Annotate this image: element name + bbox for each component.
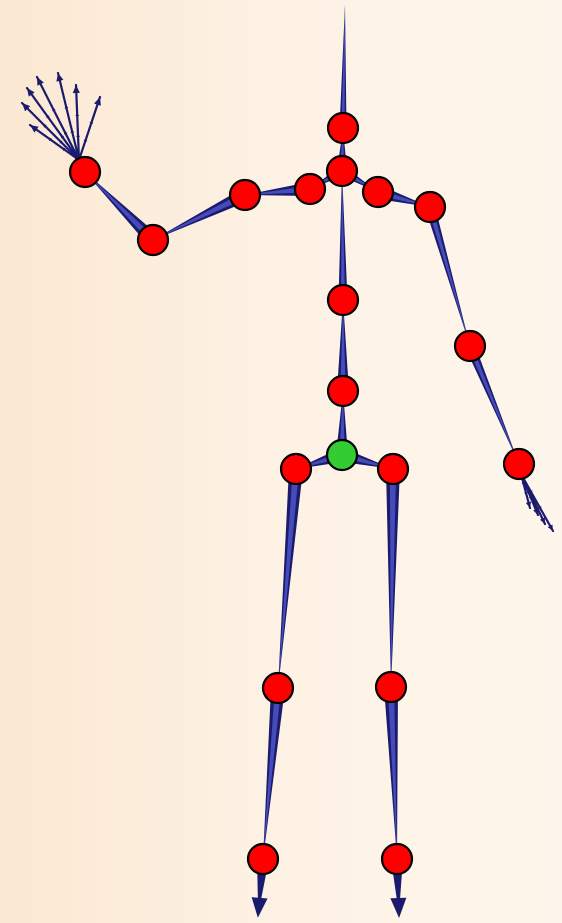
joint-left-elbow [453, 329, 487, 363]
joint-left-wrist [502, 447, 536, 481]
right-hand-finger-arrow-7 [28, 123, 81, 162]
joint-left-hip [376, 452, 410, 486]
joint-spine-upper [326, 283, 360, 317]
right-hand-finger-arrow-2 [25, 86, 81, 162]
bones-layer [85, 5, 519, 918]
right-foot-arrow-head [251, 897, 268, 918]
left-foot-arrow-head [390, 897, 407, 918]
joint-left-collar [361, 175, 395, 209]
bone-highlight-18 [387, 686, 397, 859]
joint-right-ankle [246, 842, 280, 876]
bone-left-elbow-to-left-wrist [465, 344, 519, 464]
joint-left-shoulder [413, 190, 447, 224]
joint-neck [325, 154, 359, 188]
root-joint-pelvis-root [325, 438, 359, 472]
bone-left-shoulder-to-left-elbow [425, 205, 470, 346]
joint-head [326, 111, 360, 145]
joint-right-knee [261, 671, 295, 705]
joint-right-wrist [68, 155, 102, 189]
right-hand-finger-arrow-4 [56, 71, 81, 162]
bone-highlight-4 [153, 192, 247, 240]
bone-highlight-17 [389, 468, 397, 687]
bone-highlight-0 [341, 5, 345, 129]
joint-left-ankle [380, 842, 414, 876]
bone-highlight-15 [263, 687, 282, 859]
right-hand-finger-arrow-1 [20, 101, 81, 162]
joint-right-shoulder [228, 178, 262, 212]
bone-highlight-5 [85, 172, 156, 243]
bone-highlight-10 [340, 171, 346, 301]
bone-highlight-11 [340, 300, 346, 391]
bone-highlight-14 [278, 468, 300, 688]
joint-left-knee [374, 670, 408, 704]
joint-spine-lower [326, 374, 360, 408]
bone-highlight-9 [467, 345, 519, 464]
bone-right-hip-to-right-knee [278, 468, 303, 688]
joint-right-elbow [136, 223, 170, 257]
joint-right-hip [279, 452, 313, 486]
joints-layer [68, 111, 536, 876]
bone-right-knee-to-right-ankle [263, 687, 285, 859]
joint-right-collar [293, 172, 327, 206]
bone-right-shoulder-to-right-elbow [153, 188, 249, 240]
bone-highlight-8 [427, 206, 470, 346]
right-hand-finger-arrow-3 [35, 75, 81, 162]
right-hand-finger-arrow-6 [77, 95, 102, 162]
right-hand-finger-arrow-5 [72, 83, 81, 162]
